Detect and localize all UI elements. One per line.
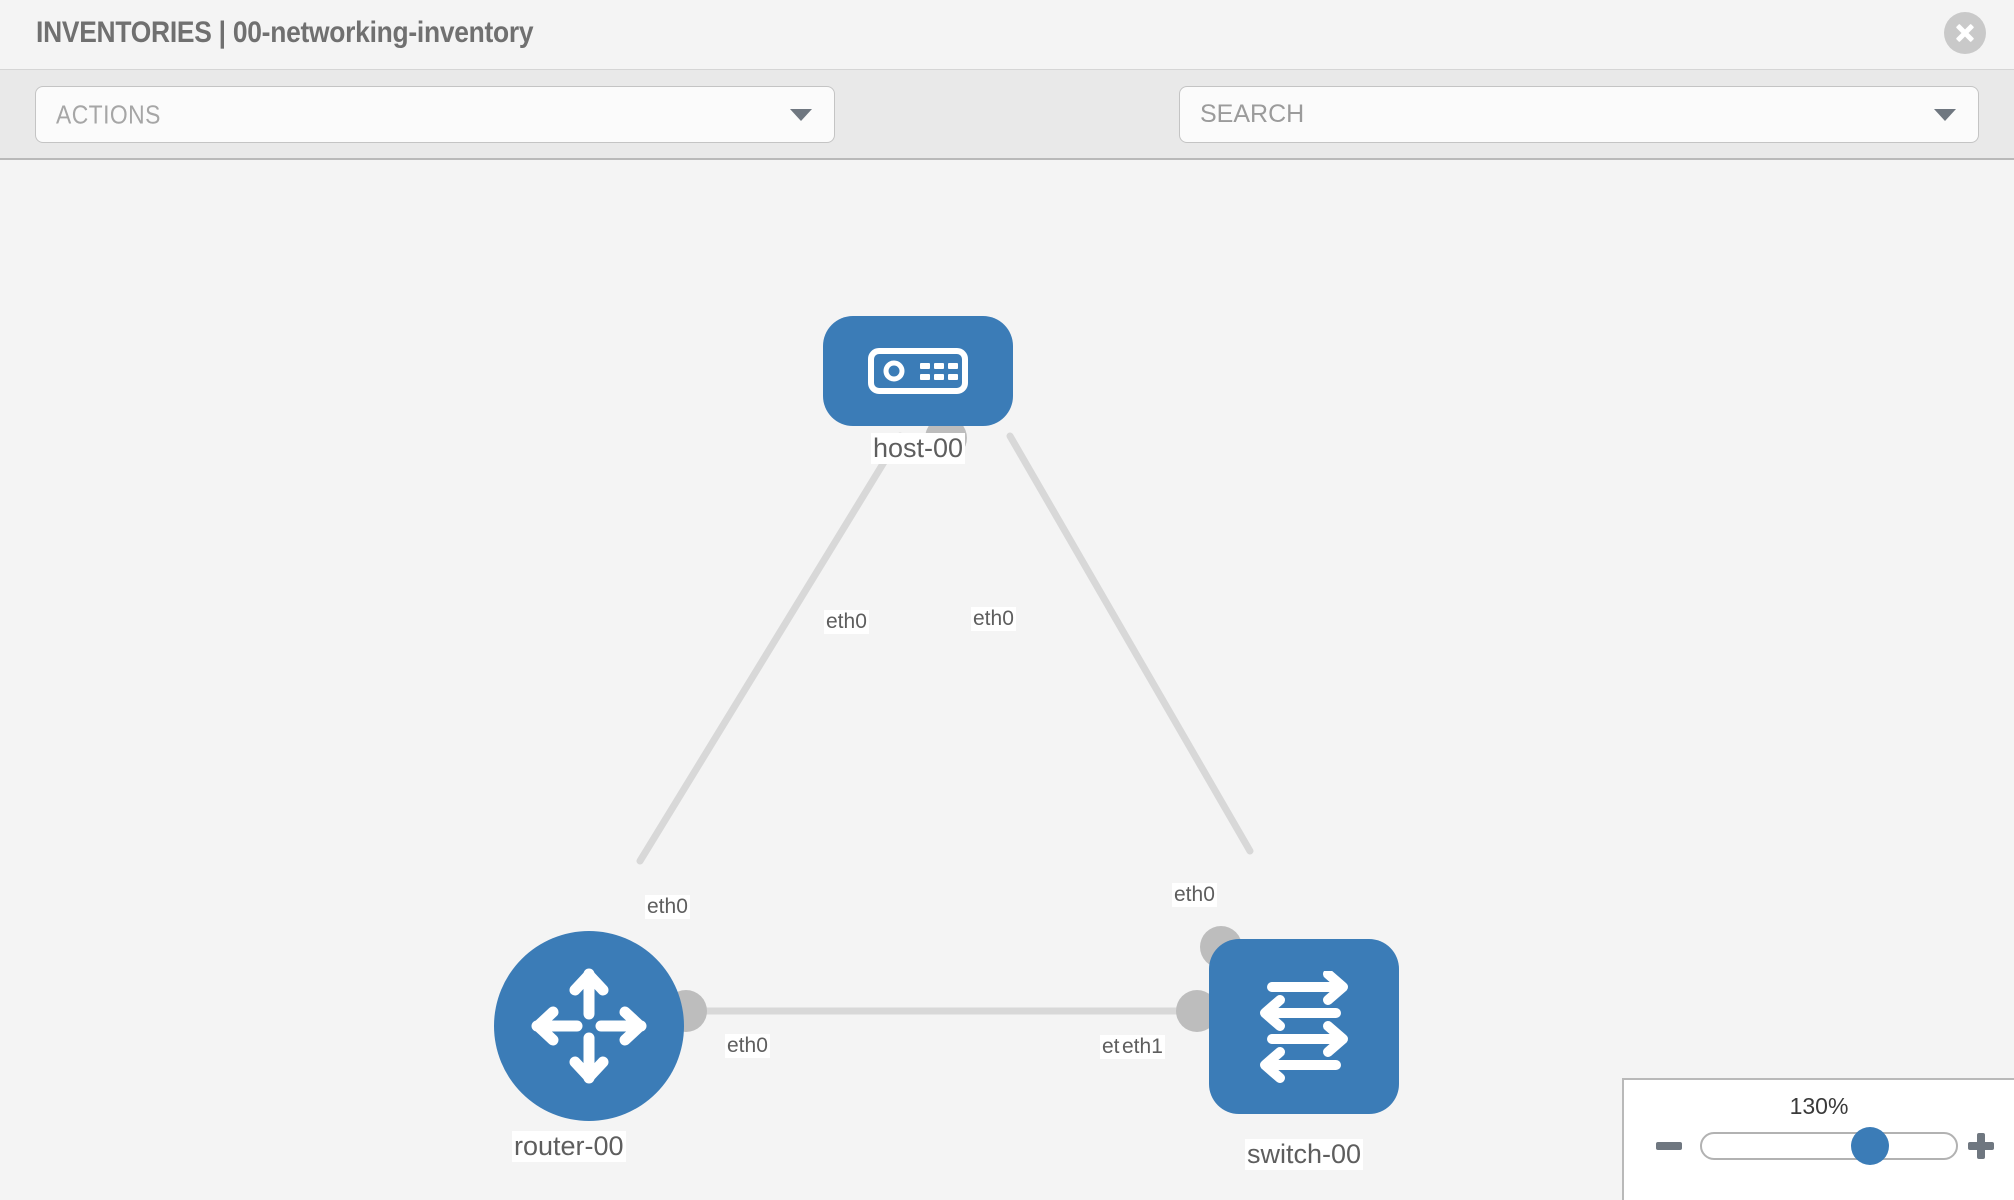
- page-header: INVENTORIES | 00-networking-inventory: [0, 0, 2014, 70]
- plus-icon[interactable]: [1968, 1133, 1994, 1159]
- minus-icon[interactable]: [1656, 1142, 1682, 1150]
- zoom-level-value: 130%: [1789, 1093, 1849, 1119]
- switch-arrows-icon: [1260, 970, 1348, 1083]
- iface-label-switch00-router00: eth1: [1120, 1035, 1165, 1059]
- host-00-shape[interactable]: [823, 316, 1013, 426]
- actions-dropdown-label: ACTIONS: [56, 99, 161, 129]
- zoom-slider-track[interactable]: [1700, 1127, 1958, 1165]
- topology-toolbar: ACTIONS: [0, 70, 2014, 204]
- search-input[interactable]: [1200, 87, 1890, 142]
- zoom-control-panel: 130%: [1622, 1078, 2014, 1200]
- chevron-down-icon[interactable]: [1934, 108, 1956, 121]
- link-host00-router00: [636, 432, 904, 865]
- chevron-down-icon: [790, 108, 812, 121]
- actions-dropdown[interactable]: ACTIONS: [35, 86, 835, 143]
- close-icon[interactable]: [1944, 12, 1986, 54]
- router-00-label: router-00: [512, 1131, 626, 1162]
- iface-label-host00-switch00: eth0: [971, 607, 1016, 631]
- topology-canvas[interactable]: host-00 router-00: [0, 161, 2014, 1200]
- switch-00-shape[interactable]: [1209, 939, 1399, 1114]
- iface-label-router00-host00: eth0: [645, 895, 690, 919]
- server-icon: [868, 348, 968, 394]
- router-arrows-icon: [531, 968, 647, 1084]
- host-00-label: host-00: [871, 433, 966, 464]
- router-00-shape[interactable]: [494, 931, 684, 1121]
- iface-label-switch00-host00: eth0: [1172, 883, 1217, 907]
- iface-label-host00-router00: eth0: [824, 610, 869, 634]
- search-box[interactable]: [1179, 86, 1979, 143]
- switch-00-label: switch-00: [1245, 1139, 1364, 1170]
- zoom-slider-handle[interactable]: [1850, 1127, 1889, 1165]
- iface-label-router00-switch00: eth0: [725, 1034, 770, 1058]
- topology-links: [636, 432, 1254, 1015]
- link-host00-switch00: [1006, 432, 1254, 855]
- page-title: INVENTORIES | 00-networking-inventory: [36, 16, 534, 49]
